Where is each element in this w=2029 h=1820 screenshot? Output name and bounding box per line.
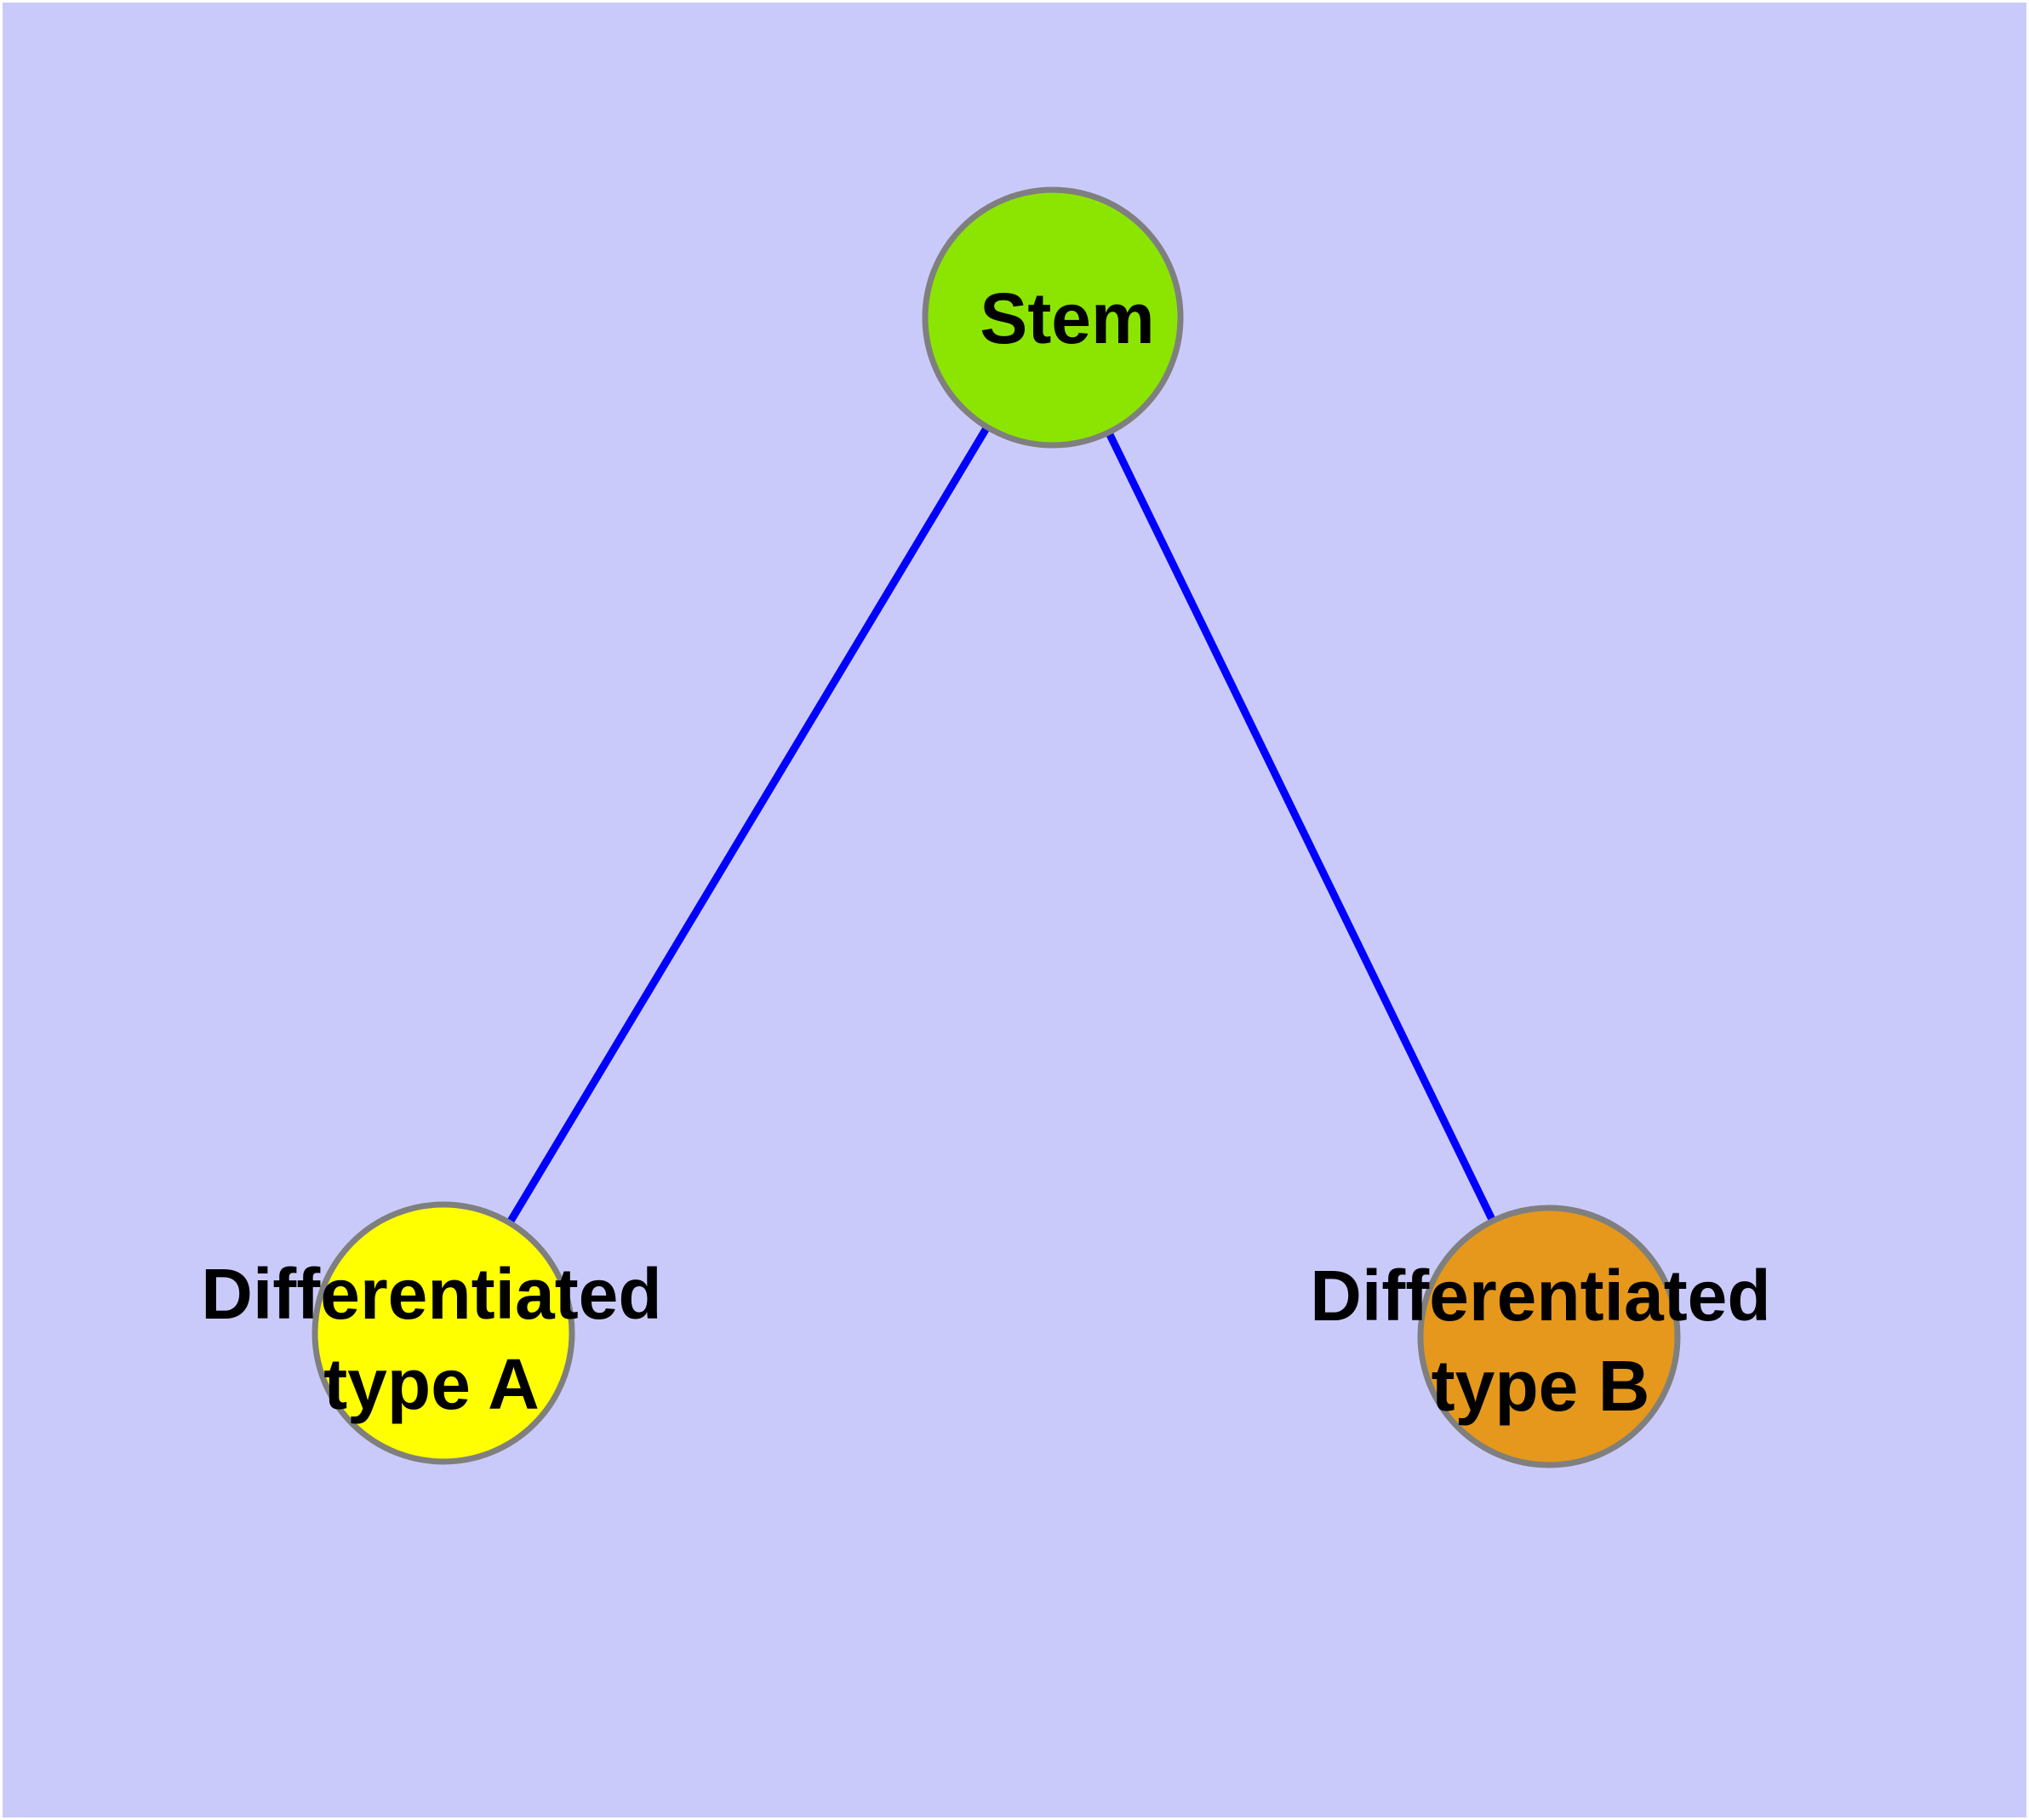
edge-stem-to-typeB bbox=[1049, 313, 1553, 1341]
node-typeA-label-line2: type A bbox=[323, 1344, 540, 1424]
node-typeA-circle bbox=[311, 1201, 575, 1465]
node-typeA-label-line1: Differentiated bbox=[201, 1254, 661, 1334]
node-stem-label: Stem bbox=[980, 278, 1154, 358]
node-stem-circle bbox=[922, 186, 1184, 449]
edge-stem-to-typeA bbox=[439, 313, 1057, 1337]
node-typeB-label-line2: type B bbox=[1432, 1346, 1650, 1426]
node-typeB-label-line1: Differentiated bbox=[1310, 1256, 1770, 1336]
node-typeB-circle bbox=[1417, 1205, 1681, 1468]
